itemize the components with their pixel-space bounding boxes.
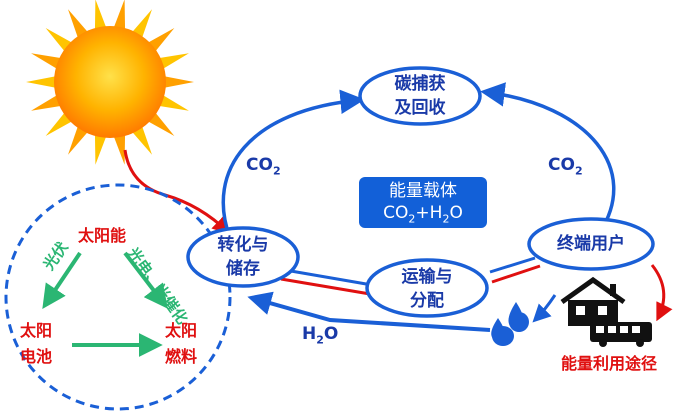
sun-ray xyxy=(161,75,194,89)
solar-fuel-label: 太阳 燃料 xyxy=(165,318,197,370)
link-convert-transport-blue xyxy=(284,268,373,287)
node-transport: 运输与 分配 xyxy=(392,265,462,313)
water-flow-arrow xyxy=(532,294,557,323)
bus-icon xyxy=(590,322,652,347)
node-capture-line2: 及回收 xyxy=(394,98,446,118)
link-transport-user-red xyxy=(491,264,541,284)
co2-left-base: CO xyxy=(246,155,273,175)
node-convert: 转化与 储存 xyxy=(208,233,278,281)
carrier-co: CO xyxy=(383,203,409,223)
node-transport-line1: 运输与 xyxy=(401,267,453,287)
h2o-base: H xyxy=(302,324,317,344)
link-convert-transport-red xyxy=(280,277,371,296)
sunlight-arrow xyxy=(123,149,231,235)
energy-use-label: 能量利用途径 xyxy=(561,354,658,373)
carrier-sub1: 2 xyxy=(408,212,416,226)
solar-conversion-circle xyxy=(4,183,232,411)
solar-energy-label: 太阳能 xyxy=(78,226,127,245)
carrier-sub2: 2 xyxy=(442,212,450,226)
co2-right-base: CO xyxy=(548,155,575,175)
h2o-suffix: O xyxy=(323,324,339,344)
link-transport-user-blue xyxy=(489,256,536,274)
carrier-h: +H xyxy=(415,203,443,223)
node-convert-line1: 转化与 xyxy=(217,235,269,255)
node-capture-shape xyxy=(358,66,482,126)
carrier-o: O xyxy=(449,203,463,223)
h2o-label: H2O xyxy=(302,324,338,346)
carrier-formula: CO2+H2O xyxy=(359,202,487,230)
sun-ray xyxy=(31,93,64,111)
house-icon xyxy=(560,276,626,326)
h2o-sub: 2 xyxy=(316,333,324,347)
node-enduser-shape xyxy=(527,217,655,271)
solar-fuel-line1: 太阳 xyxy=(165,321,198,340)
solar-cell-line1: 太阳 xyxy=(20,321,53,340)
sun-ray xyxy=(112,0,126,33)
cycle-arc-right xyxy=(480,82,616,233)
node-capture: 碳捕获 及回收 xyxy=(385,72,455,120)
solar-fuel-line2: 燃料 xyxy=(165,347,198,366)
node-enduser: 终端用户 xyxy=(546,232,636,256)
node-transport-shape xyxy=(365,258,489,318)
energy-use-arrow xyxy=(650,264,673,322)
arrow-solar-to-fuel xyxy=(123,251,168,309)
sun-ray xyxy=(94,131,108,165)
co2-left-sub: 2 xyxy=(272,164,281,178)
sun-ray xyxy=(31,53,64,71)
sun-ray xyxy=(112,131,126,165)
sun-ray xyxy=(156,53,189,71)
sun-ray xyxy=(26,75,59,89)
node-capture-line1: 碳捕获 xyxy=(394,74,446,94)
sun-ray xyxy=(156,93,189,111)
carrier-title: 能量载体 xyxy=(389,181,457,201)
co2-label-left: CO2 xyxy=(246,155,281,177)
node-convert-shape xyxy=(186,226,300,288)
arrow-solar-to-cell xyxy=(42,251,82,309)
cycle-arc-left xyxy=(221,89,365,239)
sun-icon xyxy=(26,0,194,165)
water-drops-icon xyxy=(491,302,529,346)
node-convert-line2: 储存 xyxy=(226,259,260,279)
energy-carrier-box: 能量载体 CO2+H2O xyxy=(359,177,487,228)
co2-right-sub: 2 xyxy=(574,164,583,178)
sun-ray xyxy=(94,0,108,33)
solar-cell-label: 太阳 电池 xyxy=(20,318,52,370)
node-enduser-label: 终端用户 xyxy=(557,234,625,254)
solar-cell-line2: 电池 xyxy=(20,347,53,366)
co2-label-right: CO2 xyxy=(548,155,583,177)
node-transport-line2: 分配 xyxy=(410,291,444,311)
h2o-return-arrow xyxy=(247,291,491,332)
